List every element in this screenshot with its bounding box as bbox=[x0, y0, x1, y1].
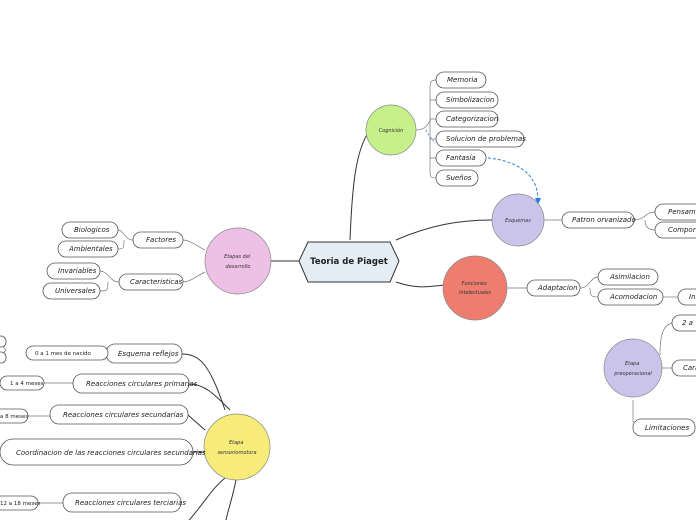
cognicion-items: Memoria Simbolizacion Categorizacion Sol… bbox=[435, 71, 526, 187]
etapas-desarrollo-node[interactable]: Etapas del desarrollo bbox=[204, 227, 272, 295]
svg-text:Biologicos: Biologicos bbox=[74, 226, 110, 234]
sensoriomotora-item-reflejos[interactable]: Esquema reflejos bbox=[105, 343, 183, 364]
svg-text:Simbolizacion: Simbolizacion bbox=[446, 96, 494, 104]
svg-text:Cara: Cara bbox=[683, 364, 696, 372]
cognicion-item-suenos[interactable]: Sueños bbox=[435, 169, 479, 187]
funciones-child-acomodacion[interactable]: Acomodacion bbox=[597, 288, 664, 306]
svg-text:In: In bbox=[689, 293, 696, 301]
funciones-extra[interactable]: In bbox=[677, 288, 696, 306]
esquemas-child-pensamiento[interactable]: Pensamie bbox=[654, 203, 696, 221]
etapas-desarrollo-label: Etapas del desarrollo bbox=[224, 254, 252, 270]
preoperacional-child-edad[interactable]: 2 a bbox=[671, 314, 696, 332]
sensoriomotora-item-terciarias[interactable]: Reacciones circulares terciarias bbox=[62, 492, 186, 513]
svg-text:Universales: Universales bbox=[55, 287, 96, 295]
svg-text:Reacciones circulares terciari: Reacciones circulares terciarias bbox=[75, 499, 186, 507]
offscreen-node-b bbox=[0, 351, 7, 364]
cognicion-item-fantasia[interactable]: Fantasía bbox=[435, 149, 487, 167]
preoperacional-label: Etapa preoperacional bbox=[613, 361, 652, 377]
preoperacional-child-limitaciones[interactable]: Limitaciones bbox=[632, 418, 696, 437]
age-secundarias[interactable]: a 8 meses bbox=[0, 408, 29, 424]
factor-ambientales[interactable]: Ambientales bbox=[57, 240, 119, 258]
funciones-child-asimilacion[interactable]: Asimilacion bbox=[597, 268, 659, 286]
svg-text:Acomodacion: Acomodacion bbox=[609, 293, 657, 301]
factor-biologicos[interactable]: Biologicos bbox=[61, 221, 119, 239]
svg-text:Esquema reflejos: Esquema reflejos bbox=[118, 350, 179, 358]
svg-text:Patron orvanizado: Patron orvanizado bbox=[572, 216, 636, 224]
esquemas-node[interactable]: Esquemas bbox=[491, 193, 545, 247]
funciones-node[interactable]: Funciones intelectuales bbox=[442, 255, 508, 321]
funciones-label: Funciones intelectuales bbox=[459, 281, 491, 296]
cognicion-item-memoria[interactable]: Memoria bbox=[435, 71, 487, 89]
svg-text:a 8 meses: a 8 meses bbox=[0, 414, 28, 420]
svg-text:2 a: 2 a bbox=[682, 319, 693, 327]
patron-node[interactable]: Patron orvanizado bbox=[561, 211, 636, 229]
sensoriomotora-item-secundarias[interactable]: Reacciones circulares secundarias bbox=[49, 404, 189, 425]
svg-text:Pensamie: Pensamie bbox=[668, 208, 696, 216]
svg-text:Memoria: Memoria bbox=[447, 76, 478, 84]
cognicion-item-categorizacion[interactable]: Categorizacion bbox=[435, 110, 499, 128]
svg-text:0 a 1 mes de nacido: 0 a 1 mes de nacido bbox=[35, 351, 91, 357]
caracteristica-universales[interactable]: Universales bbox=[42, 282, 101, 300]
factores-node[interactable]: Factores bbox=[132, 231, 184, 249]
svg-text:Factores: Factores bbox=[146, 236, 176, 244]
svg-text:Coordinacion de las reacciones: Coordinacion de las reacciones circulare… bbox=[16, 449, 206, 457]
svg-text:Solucion de problemas: Solucion de problemas bbox=[446, 135, 526, 143]
sensoriomotora-label: Etapa sensoriomotora bbox=[217, 440, 256, 456]
sensoriomotora-item-coordinacion[interactable]: Coordinacion de las reacciones circulare… bbox=[0, 438, 206, 466]
cognicion-node[interactable]: Cognición bbox=[365, 104, 417, 156]
svg-text:Asimilacion: Asimilacion bbox=[609, 273, 650, 281]
esquemas-label: Esquemas bbox=[505, 218, 531, 224]
svg-text:Reacciones circulares secundar: Reacciones circulares secundarias bbox=[63, 411, 184, 419]
svg-text:Limitaciones: Limitaciones bbox=[645, 424, 689, 432]
svg-text:Fantasía: Fantasía bbox=[446, 154, 476, 162]
cognicion-item-solucion[interactable]: Solucion de problemas bbox=[435, 130, 526, 148]
svg-text:Ambientales: Ambientales bbox=[68, 245, 113, 253]
esquemas-child-comportamiento[interactable]: Comporta bbox=[654, 221, 696, 239]
age-reflejos[interactable]: 0 a 1 mes de nacido bbox=[25, 345, 109, 361]
svg-text:Categorizacion: Categorizacion bbox=[446, 115, 498, 123]
preoperacional-node[interactable]: Etapa preoperacional bbox=[603, 338, 663, 398]
preoperacional-child-caracteristicas[interactable]: Cara bbox=[671, 359, 696, 377]
caracteristicas-node[interactable]: Caracteristicas bbox=[118, 273, 184, 291]
svg-text:12 a 18 meses: 12 a 18 meses bbox=[0, 501, 41, 507]
offscreen-node-a bbox=[0, 335, 7, 348]
svg-text:Reacciones circulares primaria: Reacciones circulares primarias bbox=[86, 380, 198, 388]
svg-text:1 a 4 meses: 1 a 4 meses bbox=[10, 381, 44, 387]
sensoriomotora-node[interactable]: Etapa sensoriomotora bbox=[203, 413, 271, 481]
adaptacion-node[interactable]: Adaptacion bbox=[526, 279, 581, 297]
svg-text:Invariables: Invariables bbox=[58, 267, 97, 275]
caracteristica-invariables[interactable]: Invariables bbox=[46, 262, 101, 280]
central-node[interactable]: Teoria de Piaget bbox=[298, 241, 400, 283]
svg-text:Caracteristicas: Caracteristicas bbox=[130, 278, 183, 286]
sensoriomotora-item-primarias[interactable]: Reacciones circulares primarias bbox=[72, 373, 198, 394]
cognicion-label: Cognición bbox=[379, 127, 404, 134]
cognicion-item-simbolizacion[interactable]: Simbolizacion bbox=[435, 91, 499, 109]
age-terciarias[interactable]: 12 a 18 meses bbox=[0, 495, 41, 511]
age-primarias[interactable]: 1 a 4 meses bbox=[0, 375, 45, 391]
svg-text:Sueños: Sueños bbox=[446, 174, 472, 182]
connectors bbox=[0, 79, 678, 520]
central-title: Teoria de Piaget bbox=[310, 257, 388, 267]
svg-text:Adaptacion: Adaptacion bbox=[537, 284, 578, 292]
svg-text:Comporta: Comporta bbox=[668, 226, 696, 234]
